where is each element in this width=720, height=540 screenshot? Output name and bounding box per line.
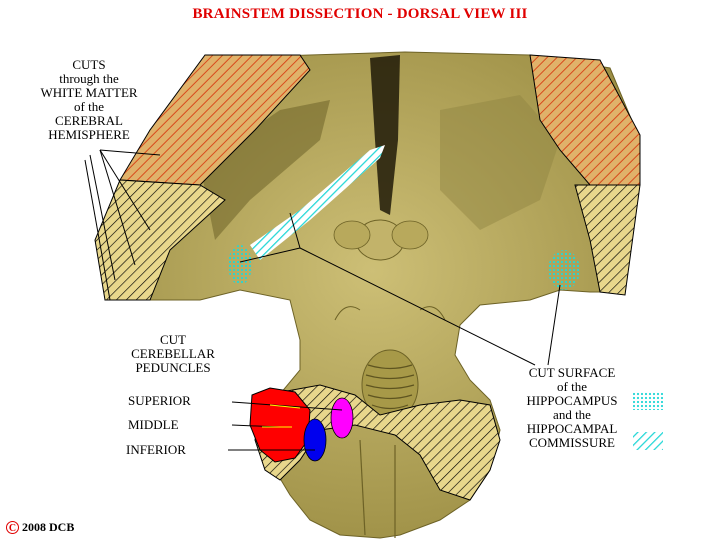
cuts-label-line: CUTS: [72, 57, 106, 72]
copyright-icon: C: [6, 521, 19, 534]
inferior-peduncle-shape: [303, 418, 327, 462]
page-title: BRAINSTEM DISSECTION - DORSAL VIEW III: [192, 6, 528, 22]
leader-lines-inner: [262, 404, 301, 428]
cuts-label-line: through the: [59, 71, 119, 86]
hippocampus-label-line: COMMISSURE: [529, 435, 615, 450]
cuts-label-line: CEREBRAL: [55, 113, 123, 128]
white-matter-cuts: [94, 54, 641, 501]
peduncles-label-line: CUT: [160, 332, 186, 347]
peduncle-cut-band: [254, 384, 501, 501]
hippocampus-legend-swatch: [633, 392, 663, 410]
copyright: C 2008 DCB: [6, 520, 74, 535]
superior-peduncle-shape: [330, 397, 354, 439]
commissure-legend-swatch: [633, 432, 663, 450]
cuts-label-line: HEMISPHERE: [48, 127, 130, 142]
middle-label: MIDDLE: [128, 417, 179, 432]
peduncles-label-line: CEREBELLAR: [131, 346, 215, 361]
left-red-cut: [119, 54, 311, 186]
cuts-label-line: of the: [74, 99, 104, 114]
leader-lines: [84, 149, 561, 451]
copyright-text: 2008 DCB: [22, 520, 75, 534]
hippocampus-label-line: of the: [557, 379, 587, 394]
cuts-label-line: WHITE MATTER: [40, 85, 138, 100]
hippocampus-label-line: CUT SURFACE: [528, 365, 616, 380]
hippocampus-label-line: and the: [553, 407, 591, 422]
inferior-label: INFERIOR: [126, 442, 186, 457]
hippocampus-right: [548, 250, 580, 290]
hippocampal-cut-surfaces: [228, 145, 580, 290]
left-black-cut: [94, 179, 226, 301]
cuts-label: CUTS through the WHITE MATTER of the CER…: [34, 58, 144, 142]
brainstem-tissue: [104, 51, 641, 539]
hippocampus-label-line: HIPPOCAMPUS: [526, 393, 618, 408]
right-black-cut: [574, 184, 641, 296]
hippocampus-label-line: HIPPOCAMPAL: [526, 421, 618, 436]
hippocampus-left: [228, 245, 252, 285]
hippocampal-commissure: [250, 145, 385, 260]
peduncles-label: CUT CEREBELLAR PEDUNCLES: [118, 333, 228, 375]
hippocampus-label: CUT SURFACE of the HIPPOCAMPUS and the H…: [512, 366, 632, 450]
superior-label: SUPERIOR: [128, 393, 191, 408]
peduncles-label-line: PEDUNCLES: [135, 360, 211, 375]
